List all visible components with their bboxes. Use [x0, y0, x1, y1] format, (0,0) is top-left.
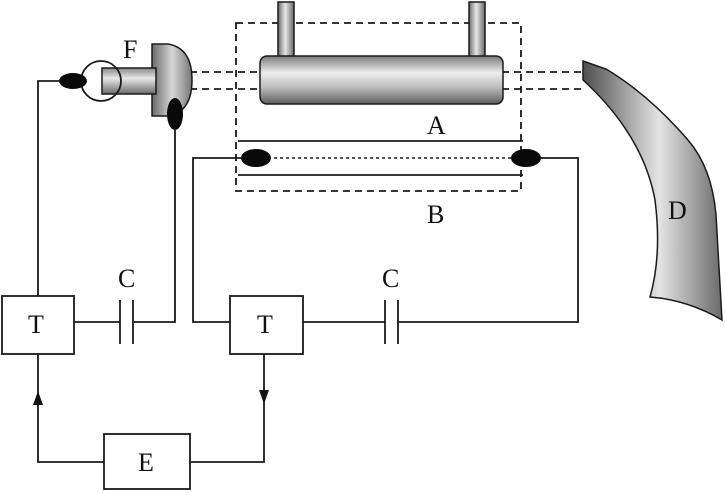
label-d: D	[668, 196, 687, 225]
label-t-left: T	[28, 310, 44, 339]
capacitor-right	[384, 300, 399, 344]
label-b: B	[427, 200, 444, 229]
f-barrel	[101, 67, 157, 95]
component-f	[59, 43, 193, 130]
capacitor-left	[119, 300, 134, 344]
component-d	[582, 59, 723, 322]
label-a: A	[427, 111, 446, 140]
wire-rod-left-to-right-t	[192, 157, 241, 323]
wire-f-to-left-t	[37, 80, 59, 296]
label-c-right: C	[382, 264, 399, 293]
box-t-right	[229, 295, 304, 355]
rod-right-contact	[511, 149, 541, 167]
cylinder-body	[259, 55, 504, 105]
label-e: E	[138, 448, 154, 477]
cylinder-component	[259, 1, 504, 105]
f-left-contact	[59, 73, 87, 89]
arrow-down-icon	[259, 390, 269, 404]
cylinder-post-right	[468, 1, 486, 63]
wire-f-to-left-cap	[133, 130, 176, 323]
box-t-left	[1, 295, 75, 355]
label-f: F	[123, 35, 137, 64]
rod-left-contact	[241, 149, 271, 167]
wire-right-t-to-e	[190, 354, 265, 463]
wire-e-to-left-t	[37, 354, 104, 463]
wire-rod-right-to-right-cap	[398, 157, 579, 323]
dashed-enclosure	[235, 22, 522, 192]
label-c-left: C	[118, 264, 135, 293]
arrow-up-icon	[33, 391, 43, 405]
label-t-right: T	[257, 310, 273, 339]
cylinder-post-left	[277, 1, 295, 63]
f-bottom-contact	[167, 98, 183, 130]
